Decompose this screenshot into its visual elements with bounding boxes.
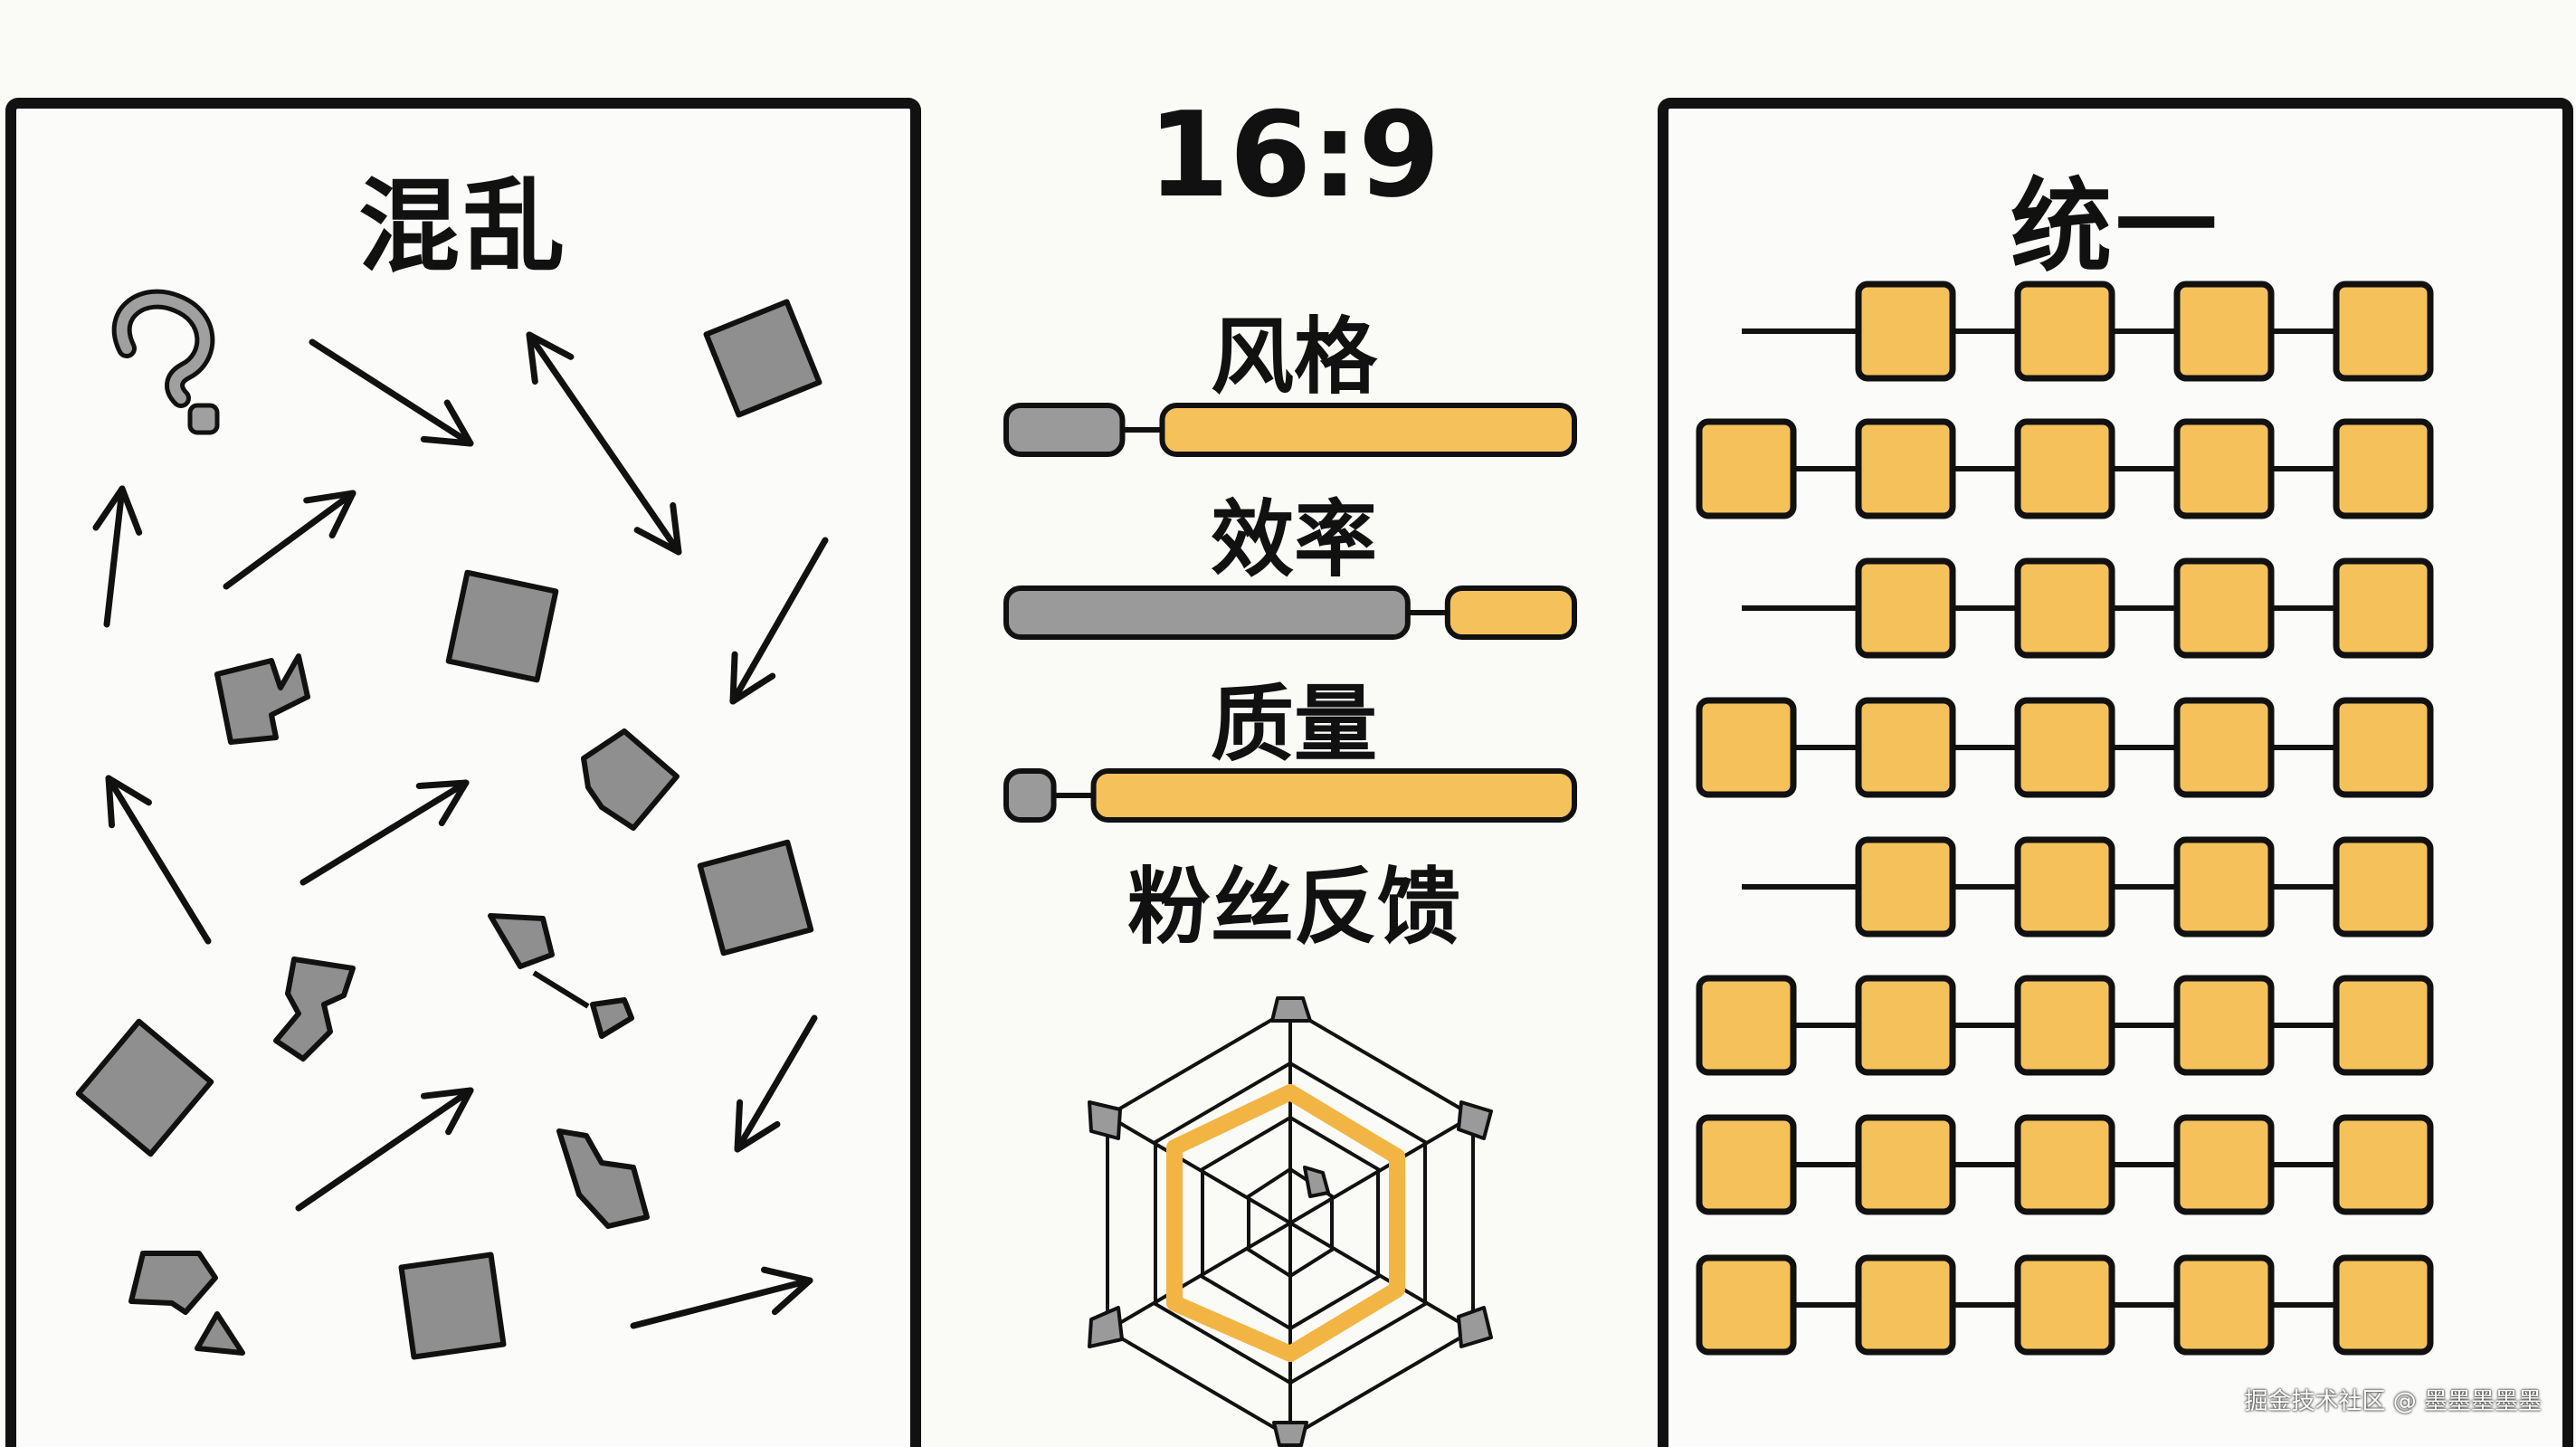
grid-square: [1696, 975, 1797, 1076]
metric-bar-accent-1: [1444, 585, 1577, 640]
grid-square: [2173, 418, 2275, 519]
grid-square: [2333, 557, 2434, 659]
metric-label-style: 风格: [1210, 309, 1377, 405]
grid-square: [2333, 975, 2434, 1076]
grid-square: [2333, 1254, 2434, 1356]
grid-square: [1855, 836, 1956, 938]
grid-square: [1855, 697, 1956, 798]
grid-square: [2014, 418, 2115, 519]
grid-square: [1696, 1114, 1797, 1215]
watermark: 掘金技术社区 @ 墨墨墨墨墨: [2244, 1388, 2542, 1415]
metric-bar-accent-0: [1159, 403, 1577, 457]
scattered-squares: [75, 299, 822, 1360]
grid-square: [1855, 975, 1956, 1076]
radar-shape: [1166, 1084, 1405, 1362]
metric-label-quality: 质量: [1210, 676, 1377, 773]
grid-square: [1855, 1254, 1956, 1356]
grid-square: [2333, 697, 2434, 798]
grid-square: [1855, 281, 1956, 382]
grid-square: [2014, 836, 2115, 938]
grid-square: [2173, 836, 2275, 938]
grid-square: [1855, 557, 1956, 659]
metric-label-efficiency: 效率: [1210, 491, 1377, 588]
unity-title: 统一: [2010, 168, 2220, 286]
grid-square: [2014, 1114, 2115, 1215]
metric-label-fan-feedback: 粉丝反馈: [1126, 859, 1460, 956]
grid-square: [2014, 557, 2115, 659]
aspect-ratio-title: 16:9: [1147, 86, 1440, 224]
metric-bar-accent-2: [1090, 768, 1578, 823]
grid-square: [2014, 1254, 2115, 1356]
grid-square: [2014, 281, 2115, 382]
grid-square: [2173, 1114, 2275, 1215]
grid-square: [2173, 1254, 2275, 1356]
scattered-arrows: [92, 331, 829, 1329]
radar-vertex-markers: [1088, 996, 1493, 1447]
grid-square: [2333, 1114, 2434, 1215]
grid-square: [2173, 281, 2275, 382]
question-mark-icon: [111, 289, 220, 435]
grid-square: [1696, 1254, 1797, 1356]
grid-square: [2014, 697, 2115, 798]
grid-square: [2333, 836, 2434, 938]
chaos-title: 混乱: [358, 168, 568, 286]
grid-square: [1696, 418, 1797, 519]
grid-square: [1696, 697, 1797, 798]
grid-square: [1855, 1114, 1956, 1215]
grid-square: [2173, 697, 2275, 798]
grid-square: [2173, 557, 2275, 659]
grid-square: [2333, 418, 2434, 519]
grid-square: [1855, 418, 1956, 519]
grid-square: [2173, 975, 2275, 1076]
grid-square: [2014, 975, 2115, 1076]
grid-square: [2333, 281, 2434, 382]
